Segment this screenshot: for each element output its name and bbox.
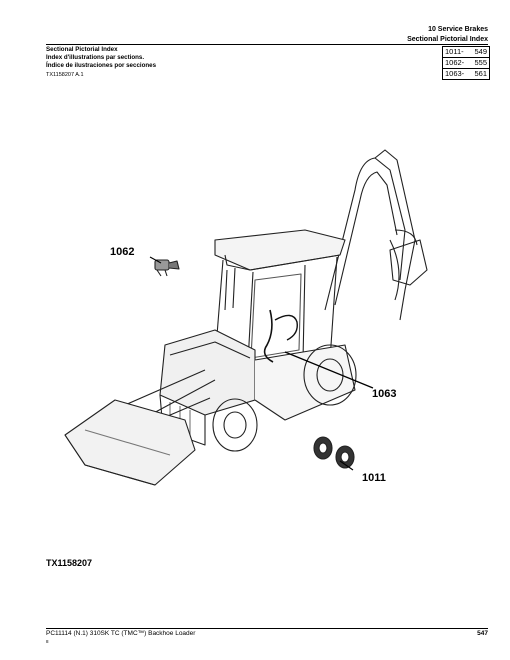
index-page-link[interactable]: 549 xyxy=(474,47,487,56)
callout-1011[interactable]: 1011 xyxy=(362,472,386,484)
group-index-table: 1011- 549 1062- 555 1063- 561 xyxy=(442,46,490,80)
footer-divider xyxy=(46,628,488,629)
callout-1063[interactable]: 1063 xyxy=(372,388,397,400)
page-number: 547 xyxy=(477,630,488,637)
page-titles: Sectional Pictorial Index Index d'illust… xyxy=(46,46,156,70)
index-group: 1062- xyxy=(445,58,465,67)
footer-doc-info: PC11114 (N.1) 310SK TC (TMC™) Backhoe Lo… xyxy=(46,630,196,637)
index-page-link[interactable]: 555 xyxy=(474,58,487,67)
index-group: 1063- xyxy=(445,69,465,78)
index-page-link[interactable]: 561 xyxy=(474,69,487,78)
footer-small-mark: 8 xyxy=(46,639,49,644)
index-row-1011[interactable]: 1011- 549 xyxy=(443,47,489,58)
title-spanish: Índice de ilustraciones por secciones xyxy=(46,62,157,69)
index-row-1063[interactable]: 1063- 561 xyxy=(443,69,489,79)
backhoe-illustration xyxy=(64,149,428,486)
callout-1062[interactable]: 1062 xyxy=(110,246,135,258)
section-title: 10 Service Brakes xyxy=(428,26,488,33)
index-row-1062[interactable]: 1062- 555 xyxy=(443,58,489,69)
title-english: Sectional Pictorial Index xyxy=(46,46,118,53)
title-french: Index d'illustrations par sections. xyxy=(46,54,145,61)
subsection-title: Sectional Pictorial Index xyxy=(407,36,488,43)
header-divider xyxy=(46,44,488,45)
doc-reference: TX1158207 A.1 xyxy=(46,72,84,78)
index-group: 1011- xyxy=(445,47,464,56)
figure-id: TX1158207 xyxy=(46,558,93,568)
